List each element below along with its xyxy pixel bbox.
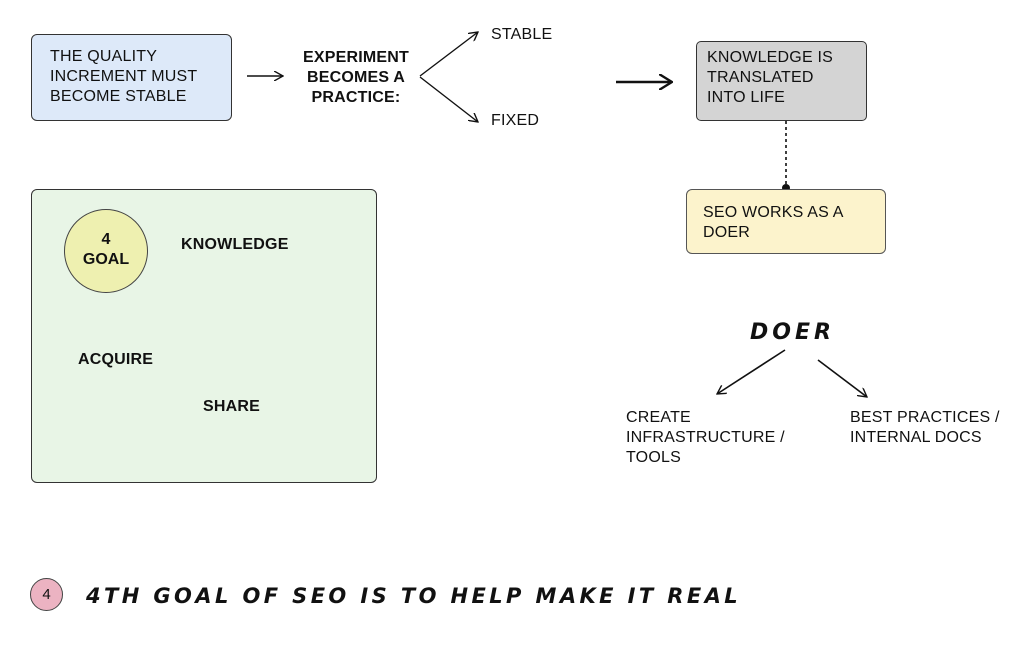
quality-box: THE QUALITY INCREMENT MUST BECOME STABLE bbox=[31, 34, 232, 121]
seo-box-text: SEO WORKS AS A DOER bbox=[703, 204, 843, 241]
doer-title: DOER bbox=[750, 320, 835, 345]
footer-badge-number: 4 bbox=[42, 586, 51, 603]
stable-label: STABLE bbox=[491, 26, 553, 43]
goal-panel bbox=[31, 189, 377, 483]
knowledge-label: KNOWLEDGE bbox=[181, 236, 289, 253]
fixed-label: FIXED bbox=[491, 112, 540, 129]
acquire-label: ACQUIRE bbox=[78, 351, 154, 368]
doer-right-branch: BEST PRACTICES / INTERNAL DOCS bbox=[850, 409, 1000, 446]
footer-headline: 4TH GOAL OF SEO IS TO HELP MAKE IT REAL bbox=[86, 584, 742, 608]
knowledge-box: KNOWLEDGE IS TRANSLATED INTO LIFE bbox=[696, 41, 867, 121]
arrow-to-fixed bbox=[419, 76, 478, 122]
arrow-doer-left bbox=[717, 349, 786, 394]
footer-badge: 4 bbox=[30, 578, 63, 611]
doer-left-branch: CREATE INFRASTRUCTURE / TOOLS bbox=[626, 409, 785, 466]
arrow-to-stable bbox=[419, 32, 478, 77]
seo-box: SEO WORKS AS A DOER bbox=[686, 189, 886, 254]
goal-word: GOAL bbox=[82, 251, 130, 268]
arrow-doer-right bbox=[817, 359, 867, 397]
experiment-label: EXPERIMENT BECOMES A PRACTICE: bbox=[302, 49, 409, 106]
share-label: SHARE bbox=[203, 398, 261, 415]
goal-circle: 4 GOAL bbox=[64, 209, 148, 293]
quality-box-text: THE QUALITY INCREMENT MUST BECOME STABLE bbox=[50, 48, 198, 105]
knowledge-box-text: KNOWLEDGE IS TRANSLATED INTO LIFE bbox=[707, 49, 833, 106]
goal-number: 4 bbox=[101, 231, 111, 248]
